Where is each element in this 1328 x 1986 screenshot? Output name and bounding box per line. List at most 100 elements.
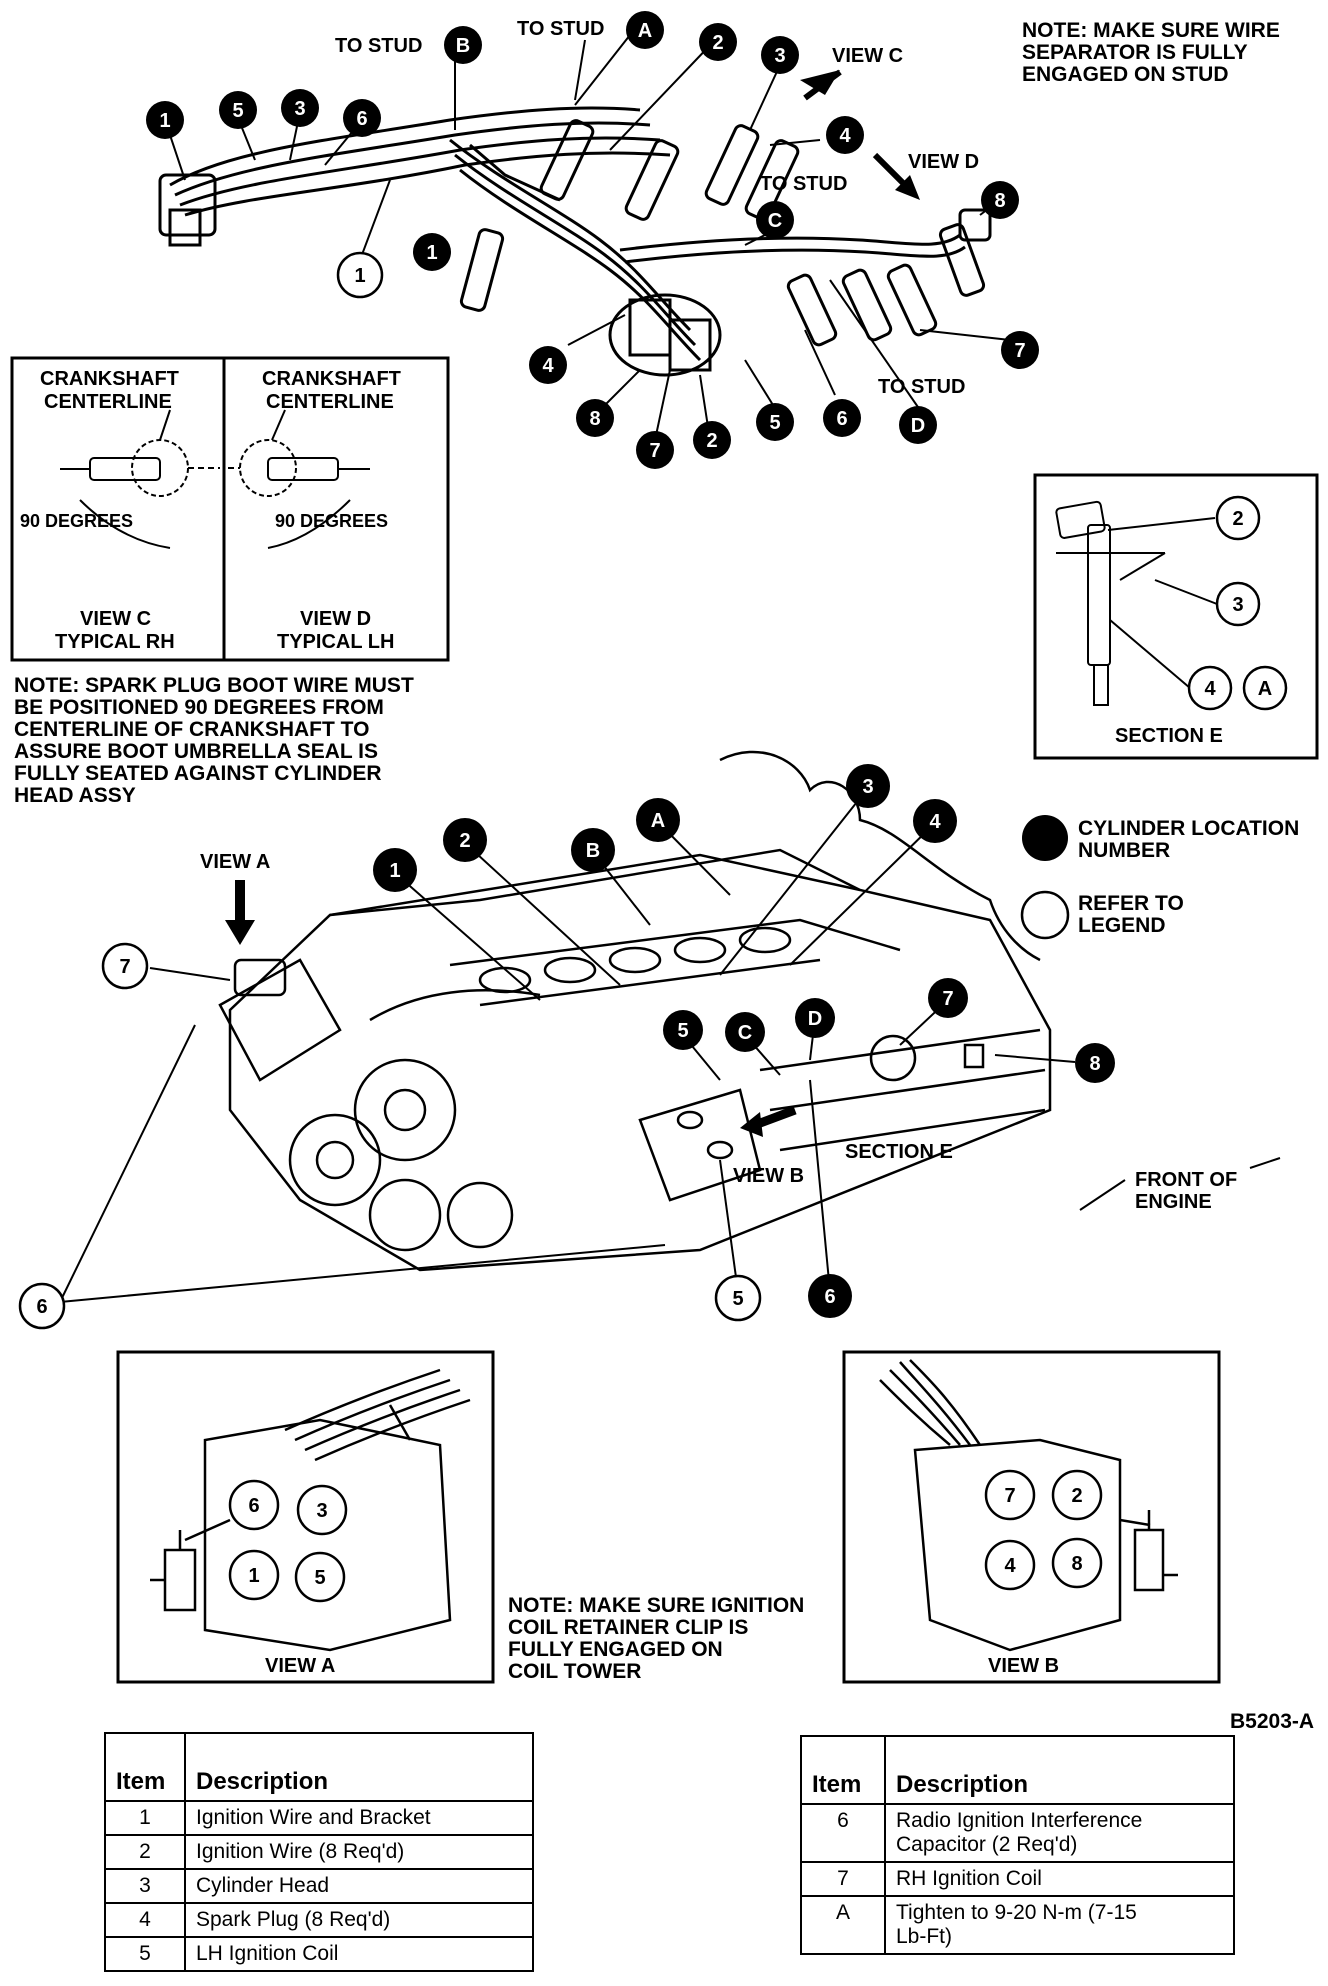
view-d-arrow — [872, 152, 920, 200]
svg-text:7: 7 — [1004, 1485, 1015, 1507]
engine-callout-stud-d: D — [795, 998, 835, 1038]
symbol-key — [1020, 815, 1070, 940]
svg-text:4: 4 — [839, 125, 851, 147]
svg-text:7: 7 — [649, 440, 660, 462]
svg-text:3: 3 — [294, 98, 305, 120]
svg-text:7: 7 — [119, 956, 130, 978]
svg-text:4: 4 — [1004, 1555, 1016, 1577]
callout-cyl-8: 8 — [981, 181, 1019, 219]
callout-legend-3: 3 — [281, 89, 319, 127]
section-e-callout-4: 4 — [1187, 665, 1233, 711]
svg-text:1: 1 — [389, 860, 400, 882]
callout-cyl-5b: 5 — [756, 403, 794, 441]
engine-callouts: 1 2 B A 3 4 7 5 C D 7 8 6 5 6 — [18, 764, 1115, 1330]
view-d-title: VIEW D — [300, 608, 371, 630]
ignition-harness-drawing — [158, 106, 992, 377]
section-e-box: 2 3 4 A SECTION E — [1033, 473, 1319, 760]
svg-text:2: 2 — [1232, 508, 1243, 530]
top-labels: TO STUD TO STUD VIEW C VIEW D TO STUD TO… — [335, 18, 979, 398]
engine-callout-cyl-3: 3 — [846, 764, 890, 808]
svg-text:A: A — [651, 810, 665, 832]
to-stud-d-label: TO STUD — [878, 376, 965, 398]
view-c-crank-label-1: CRANKSHAFT — [40, 368, 179, 390]
to-stud-a-label: TO STUD — [517, 18, 604, 40]
view-a-box: 6 3 1 5 VIEW A — [116, 1350, 495, 1684]
top-callouts: 1 5 3 6 1 1 B A 2 3 4 8 C 7 4 8 7 2 5 6 … — [146, 11, 1039, 469]
callout-cyl-1: 1 — [146, 101, 184, 139]
view-b-tower-7: 7 — [984, 1469, 1036, 1521]
callout-legend-1: 1 — [336, 251, 384, 299]
engine-drawing — [218, 750, 1052, 1272]
svg-text:1: 1 — [426, 242, 437, 264]
svg-text:5: 5 — [314, 1567, 325, 1589]
view-a-tower-6: 6 — [228, 1479, 280, 1531]
section-e-title: SECTION E — [1115, 725, 1223, 747]
view-b-tower-2: 2 — [1051, 1469, 1103, 1521]
legend-right-col-item: Item — [800, 1735, 886, 1805]
view-a-tower-1: 1 — [228, 1549, 280, 1601]
svg-text:2: 2 — [1071, 1485, 1082, 1507]
to-stud-b-label: TO STUD — [335, 35, 422, 57]
engine-labels: VIEW A VIEW B SECTION E FRONT OF ENGINE — [200, 851, 1237, 1213]
svg-text:8: 8 — [1071, 1553, 1082, 1575]
view-d-crank-label-1: CRANKSHAFT — [262, 368, 401, 390]
front-of-engine-label-1: FRONT OF — [1135, 1169, 1237, 1191]
view-a-arrow — [225, 880, 255, 945]
svg-text:3: 3 — [1232, 594, 1243, 616]
section-e-callout-2: 2 — [1215, 495, 1261, 541]
callout-cyl-7b: 7 — [636, 431, 674, 469]
svg-text:6: 6 — [36, 1296, 47, 1318]
view-c-label: VIEW C — [832, 45, 903, 67]
view-d-sub: TYPICAL LH — [277, 631, 394, 653]
legend-left-col-desc: Description — [184, 1732, 534, 1802]
svg-text:4: 4 — [1204, 678, 1216, 700]
callout-cyl-3: 3 — [761, 36, 799, 74]
engine-callout-cyl-8: 8 — [1075, 1043, 1115, 1083]
view-c-arrow — [800, 69, 842, 101]
legend-right-col-desc: Description — [884, 1735, 1235, 1805]
svg-text:5: 5 — [677, 1020, 688, 1042]
callout-cyl-6: 6 — [823, 399, 861, 437]
svg-text:3: 3 — [774, 45, 785, 67]
callout-cyl-8b: 8 — [576, 399, 614, 437]
svg-text:6: 6 — [824, 1286, 835, 1308]
svg-text:2: 2 — [459, 830, 470, 852]
svg-text:6: 6 — [836, 408, 847, 430]
view-cd-box: CRANKSHAFT CENTERLINE CRANKSHAFT CENTERL… — [10, 356, 450, 662]
engine-callout-cyl-4: 4 — [913, 799, 957, 843]
note-coil-clip: NOTE: MAKE SURE IGNITION COIL RETAINER C… — [508, 1594, 805, 1683]
svg-text:7: 7 — [942, 988, 953, 1010]
callout-cyl-1b: 1 — [413, 233, 451, 271]
view-c-sub: TYPICAL RH — [55, 631, 175, 653]
svg-text:1: 1 — [248, 1565, 259, 1587]
callout-cyl-4: 4 — [826, 116, 864, 154]
callout-legend-6: 6 — [343, 99, 381, 137]
engine-callout-stud-b: B — [571, 828, 615, 872]
view-b-box: 7 2 4 8 VIEW B — [842, 1350, 1221, 1684]
svg-text:8: 8 — [589, 408, 600, 430]
svg-text:4: 4 — [542, 355, 554, 377]
view-a-tower-5: 5 — [294, 1551, 346, 1603]
engine-callout-legend-5: 5 — [714, 1274, 762, 1322]
svg-text:D: D — [808, 1008, 822, 1030]
callout-stud-b: B — [444, 26, 482, 64]
callout-cyl-7: 7 — [1001, 331, 1039, 369]
svg-text:7: 7 — [1014, 340, 1025, 362]
view-c-90-degrees: 90 DEGREES — [20, 511, 133, 531]
engine-callout-cyl-1: 1 — [373, 848, 417, 892]
svg-text:C: C — [768, 210, 782, 232]
engine-callout-cyl-2: 2 — [443, 818, 487, 862]
view-d-90-degrees: 90 DEGREES — [275, 511, 388, 531]
svg-text:1: 1 — [354, 265, 365, 287]
key-filled-text: CYLINDER LOCATION NUMBER — [1078, 817, 1300, 862]
svg-text:6: 6 — [248, 1495, 259, 1517]
svg-text:8: 8 — [994, 190, 1005, 212]
view-b-box-title: VIEW B — [988, 1655, 1059, 1677]
section-e-callout-3: 3 — [1215, 581, 1261, 627]
